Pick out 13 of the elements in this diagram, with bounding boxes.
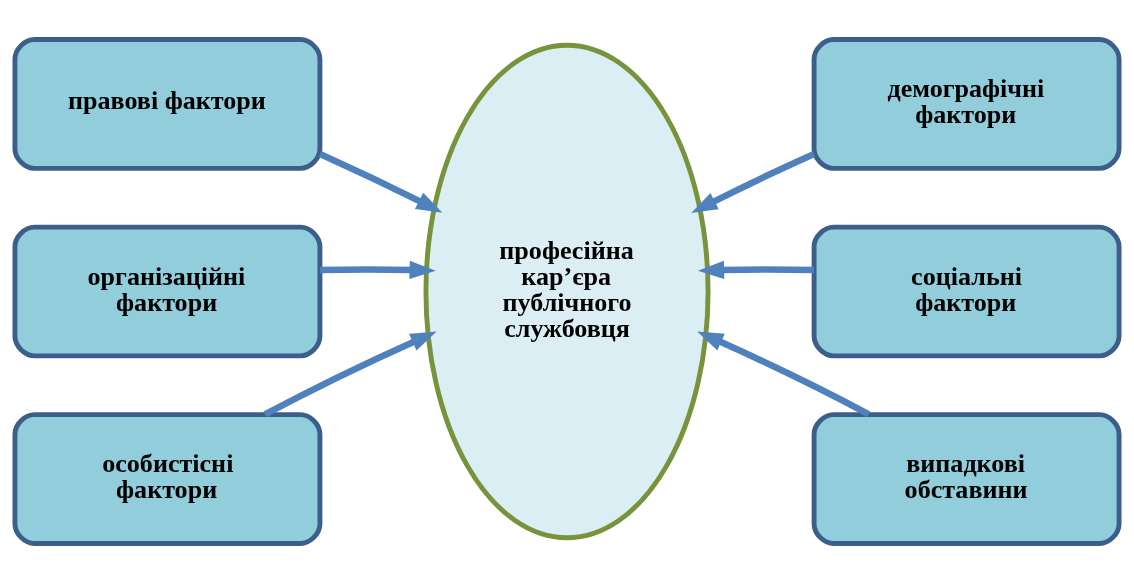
node-ellipse: професійна кар’єра публічного службовця xyxy=(423,42,711,540)
arrow xyxy=(319,260,436,279)
arrow xyxy=(263,331,437,417)
node-box: демографічні фактори xyxy=(811,36,1122,171)
arrow xyxy=(691,150,816,213)
node-box: особистісні фактори xyxy=(12,411,323,546)
node-box: організаційні фактори xyxy=(12,224,323,358)
node-box: правові фактори xyxy=(12,36,323,171)
node-box: соціальні фактори xyxy=(811,224,1122,358)
arrow xyxy=(318,150,443,213)
arrow xyxy=(697,331,871,417)
node-box: випадкові обставини xyxy=(811,411,1122,546)
arrow xyxy=(697,260,815,279)
